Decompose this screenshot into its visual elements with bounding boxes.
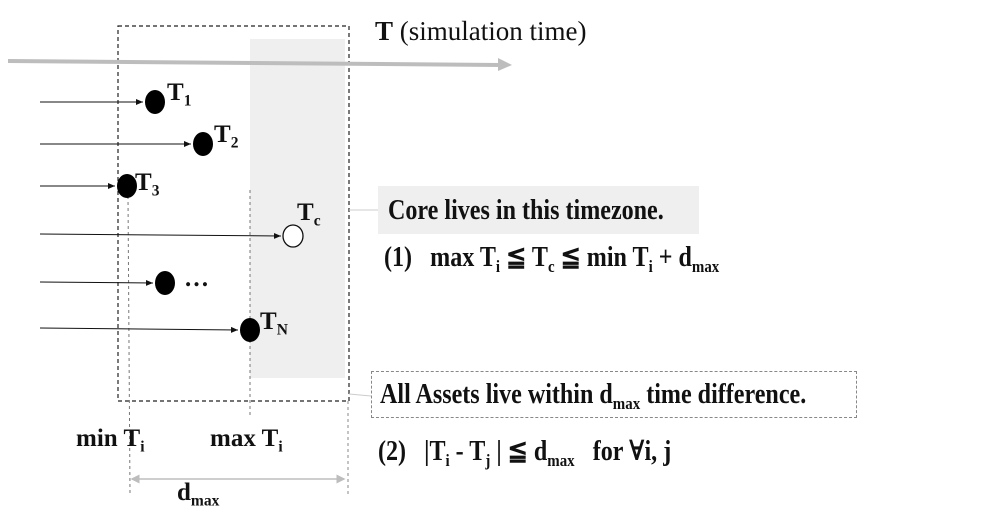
core-dot bbox=[282, 224, 304, 248]
asset-arrow-more bbox=[39, 279, 154, 286]
asset-label-1: T1 bbox=[167, 79, 192, 110]
assets-connector bbox=[348, 393, 372, 397]
asset-label-more: … bbox=[184, 265, 209, 292]
min-ti-guide bbox=[127, 195, 131, 496]
asset-dot-more bbox=[155, 271, 175, 295]
asset-label-n: TN bbox=[260, 308, 288, 339]
asset-label-3: T3 bbox=[135, 169, 160, 200]
asset-arrow-n bbox=[39, 326, 239, 333]
assets-label-box bbox=[371, 371, 857, 418]
time-axis-label: T (simulation time) bbox=[375, 16, 587, 46]
core-timezone-caption: Core lives in this timezone. bbox=[388, 195, 664, 226]
assets-window-box bbox=[117, 25, 350, 402]
time-axis-arrow bbox=[7, 59, 501, 67]
asset-dot-3 bbox=[117, 174, 137, 198]
max-ti-label: max Ti bbox=[210, 425, 283, 456]
asset-dot-2 bbox=[193, 132, 213, 156]
dmax-label: dmax bbox=[177, 479, 220, 510]
core-label: Tc bbox=[297, 199, 321, 230]
time-axis-arrowhead bbox=[498, 58, 512, 71]
min-ti-label: min Ti bbox=[76, 425, 145, 456]
core-timezone-region bbox=[250, 39, 345, 378]
core-label-background bbox=[378, 186, 699, 234]
asset-dot-n bbox=[240, 318, 260, 342]
assets-caption: All Assets live within dmax time differe… bbox=[380, 379, 807, 414]
asset-dot-1 bbox=[145, 90, 165, 114]
asset-label-2: T2 bbox=[214, 121, 239, 152]
constraint-1: (1) max Ti ≦ Tc ≦ min Ti + dmax bbox=[384, 242, 720, 277]
core-arrow bbox=[39, 232, 282, 239]
constraint-2: (2) |Ti - Tj | ≦ dmax for ∀i, j bbox=[378, 436, 672, 471]
